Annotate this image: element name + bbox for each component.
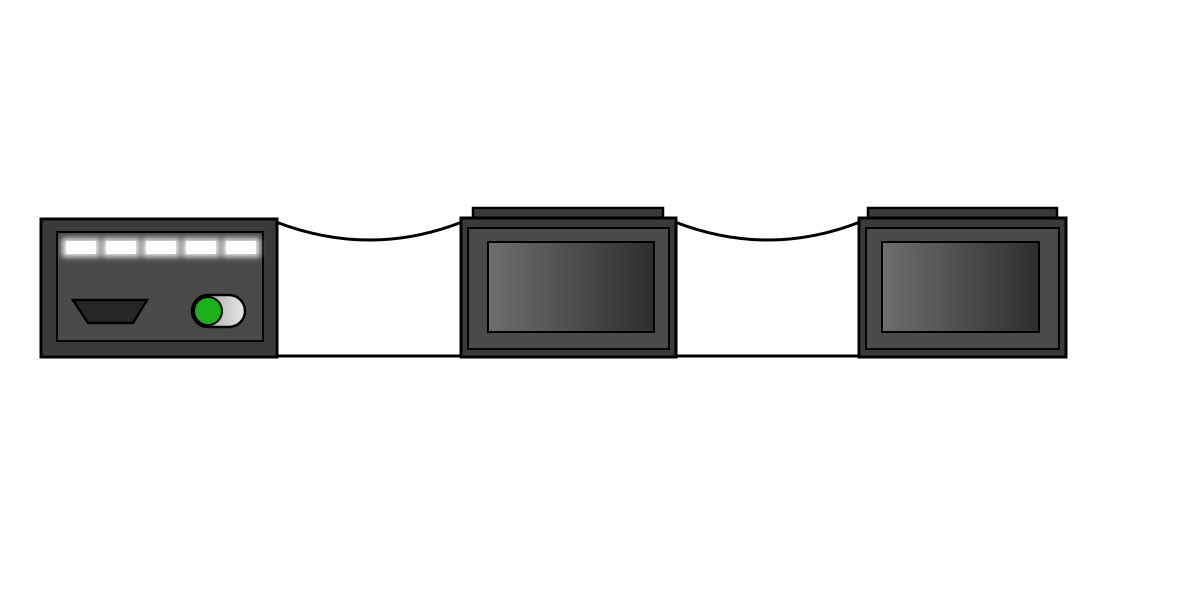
device-unit-1 <box>459 206 678 359</box>
hub-led <box>186 241 216 254</box>
hub-unit <box>39 217 279 359</box>
hub-led <box>106 241 136 254</box>
device-1-screen <box>487 241 655 333</box>
usb-port-icon <box>70 298 150 325</box>
hub-led <box>226 241 256 254</box>
cable-hub-to-device-1 <box>275 220 463 358</box>
power-switch[interactable] <box>190 293 247 329</box>
cable-device-1-to-device-2 <box>674 220 861 358</box>
hub-led-strip <box>62 238 260 257</box>
device-unit-2 <box>857 206 1068 359</box>
hub-led <box>146 241 176 254</box>
device-2-screen <box>881 241 1040 333</box>
hub-led <box>66 241 96 254</box>
power-indicator-icon <box>193 296 223 326</box>
